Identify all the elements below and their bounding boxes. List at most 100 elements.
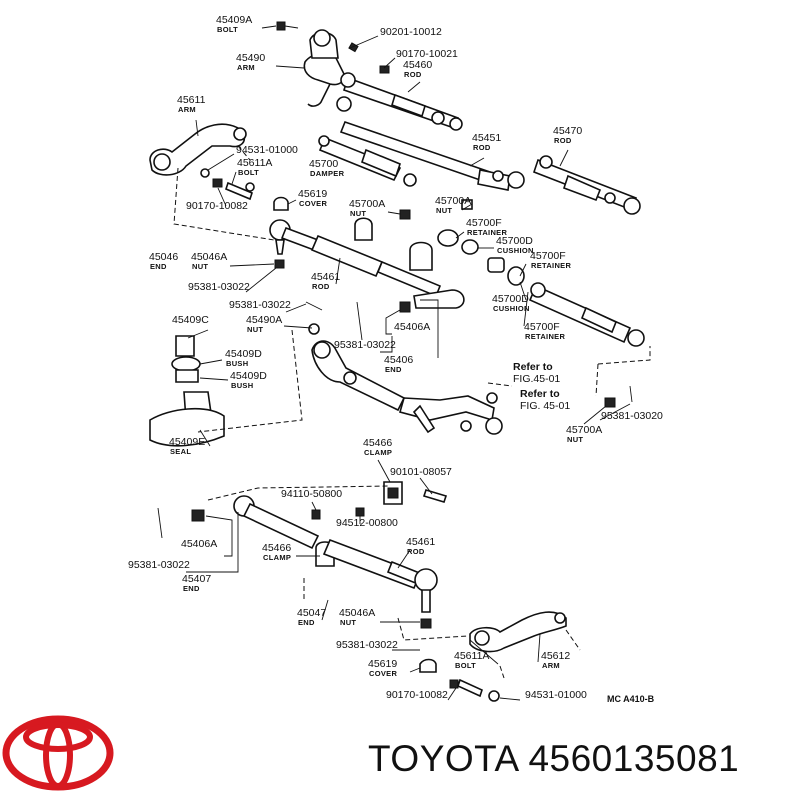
- assembly-dashes: [173, 145, 651, 679]
- part-name-label: ARM: [178, 105, 196, 114]
- part-name-label: END: [385, 365, 402, 374]
- leader-lines: [186, 25, 631, 701]
- part-number-label: 94512-00800: [336, 517, 398, 529]
- part-number-label: 45700F: [466, 217, 502, 229]
- part-number-label: 45611: [177, 94, 206, 106]
- idler-45409: [149, 335, 225, 447]
- part-label: 90170-10082: [386, 689, 448, 701]
- part-name-label: BOLT: [238, 168, 259, 177]
- lower-rod-assembly: [157, 495, 438, 629]
- diagram-code: MC A410-B: [607, 694, 655, 704]
- part-name-label: BUSH: [231, 381, 253, 390]
- part-number-label: 90170-10021: [396, 48, 458, 60]
- part-label: 95381-03020: [601, 410, 663, 422]
- part-number-label: 94531-01000: [236, 144, 298, 156]
- part-number-label: 45611A: [237, 157, 272, 169]
- part-label: 45406A: [394, 321, 430, 333]
- part-label: 90201-10012: [380, 26, 442, 38]
- part-label: 94531-01000: [236, 144, 298, 156]
- part-name-label: BOLT: [455, 661, 476, 670]
- part-name-label: CLAMP: [263, 553, 291, 562]
- part-label: 95381-03022: [188, 281, 250, 293]
- part-name-label: BUSH: [226, 359, 248, 368]
- part-number-label: 95381-03022: [336, 639, 398, 651]
- part-label: 95381-03022: [229, 299, 291, 311]
- part-label: 94512-00800: [336, 517, 398, 529]
- bolt-top: [276, 21, 299, 31]
- part-number-label: 45406A: [394, 321, 430, 333]
- part-label: 90170-10021: [396, 48, 458, 60]
- part-number-label: 45046: [149, 251, 178, 263]
- arm-45611: [149, 123, 247, 176]
- part-name-label: DAMPER: [310, 169, 345, 178]
- part-name-label: NUT: [192, 262, 208, 271]
- part-label: 95381-03022: [334, 339, 396, 351]
- toyota-logo-icon: [2, 715, 114, 791]
- part-number-label: 45700F: [524, 321, 560, 333]
- part-label: 95381-03022: [336, 639, 398, 651]
- part-label: 90101-08057: [390, 466, 452, 478]
- brand-part-title: TOYOTA 4560135081: [368, 738, 739, 780]
- part-name-label: RETAINER: [467, 228, 507, 237]
- part-number-label: 45409C: [172, 314, 209, 326]
- part-number-label: 90201-10012: [380, 26, 442, 38]
- part-name-label: RETAINER: [531, 261, 571, 270]
- part-name-label: COVER: [299, 199, 327, 208]
- part-number-label: 45409E: [169, 436, 205, 448]
- part-number-label: 90101-08057: [390, 466, 452, 478]
- part-name-label: NUT: [350, 209, 366, 218]
- part-label: 94110-50800: [281, 488, 342, 500]
- damper-lower: [528, 282, 645, 347]
- part-number-label: 45461: [406, 536, 435, 548]
- part-label: 45406A: [181, 538, 217, 550]
- rod-45451: [339, 120, 525, 191]
- part-number-label: 45406: [384, 354, 413, 366]
- part-name-label: RETAINER: [525, 332, 565, 341]
- part-name-label: ROD: [407, 547, 425, 556]
- part-number-label: 90170-10082: [186, 200, 248, 212]
- part-number-label: 45451: [472, 132, 501, 144]
- part-number-label: 45466: [363, 437, 392, 449]
- part-number-label: 45460: [403, 59, 432, 71]
- part-number-label: 45700D: [496, 235, 533, 247]
- part-number-label: 95381-03022: [128, 559, 190, 571]
- part-number-label: 45700F: [530, 250, 566, 262]
- arm-45490: [303, 29, 346, 107]
- part-number-label: 45406A: [181, 538, 217, 550]
- part-number-label: 45619: [298, 188, 327, 200]
- end-45406: [399, 289, 465, 313]
- part-name-label: NUT: [436, 206, 452, 215]
- figure-ref-text: FIG. 45-01: [520, 400, 570, 412]
- rod-45460: [336, 72, 463, 131]
- part-number-label: 94110-50800: [281, 488, 342, 500]
- part-name-label: ROD: [312, 282, 330, 291]
- part-number-label: 45490: [236, 52, 265, 64]
- part-label: 45409C: [172, 314, 209, 326]
- part-number-label: 45700: [309, 158, 338, 170]
